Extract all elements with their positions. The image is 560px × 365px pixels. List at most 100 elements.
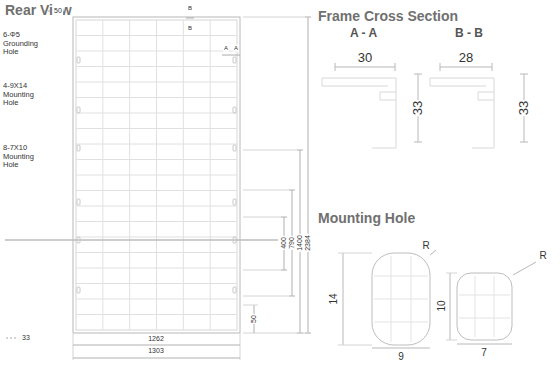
dimension-tick xyxy=(289,190,295,191)
slot-grid-line xyxy=(494,276,495,337)
extension-line xyxy=(446,273,457,274)
radius-mark: R xyxy=(539,250,546,262)
cell-grid-line xyxy=(76,66,237,67)
dimension-value: 10 xyxy=(436,299,448,312)
dimension-value: 14 xyxy=(328,292,340,305)
cell-grid-line xyxy=(76,159,237,160)
dimension-line xyxy=(440,67,492,68)
dimension-value: 33 xyxy=(21,334,31,342)
section-label: A - A xyxy=(350,27,377,41)
radius-leader xyxy=(513,262,536,275)
hole-note: 6-Φ5 Grounding Hole xyxy=(3,31,47,57)
mounting-hole-mark xyxy=(233,199,236,205)
panel-inner-frame xyxy=(76,20,237,330)
frame-profile xyxy=(322,78,396,148)
section-mark-label: A xyxy=(223,45,229,52)
dimension-line xyxy=(335,67,395,68)
mounting-hole-mark xyxy=(77,199,80,205)
dimension-tick xyxy=(520,142,528,143)
dimension-tick xyxy=(297,150,303,151)
extension-line xyxy=(446,340,457,341)
extension-line xyxy=(243,150,297,151)
slot-grid-line xyxy=(475,276,476,337)
cell-grid-line xyxy=(76,128,237,129)
cell-grid-line xyxy=(76,268,237,269)
cell-grid-line xyxy=(76,113,237,114)
slot-grid-line xyxy=(459,318,510,319)
dimension-line xyxy=(308,17,309,333)
extension-line xyxy=(243,296,289,297)
mounting-hole-mark xyxy=(77,237,80,243)
dimension-value: 400 xyxy=(280,236,288,250)
extension-line xyxy=(243,17,311,18)
cell-grid-line xyxy=(76,35,237,36)
dimension-value: 33 xyxy=(411,100,426,116)
mounting-hole-mark xyxy=(77,57,80,63)
cell-grid-line xyxy=(76,144,237,145)
dimension-tick xyxy=(289,296,295,297)
dimension-tick xyxy=(281,270,287,271)
dimension-tick xyxy=(395,63,396,71)
slot-grid-line xyxy=(374,276,428,277)
frame-profile xyxy=(430,78,494,148)
extension-line xyxy=(243,270,281,271)
radius-leader xyxy=(430,250,436,255)
mounting-hole-mark xyxy=(233,287,236,293)
dimension-tick xyxy=(414,142,422,143)
slot-grid-line xyxy=(374,299,428,300)
mounting-slot xyxy=(457,273,512,340)
extension-line xyxy=(73,334,74,360)
dimension-tick xyxy=(440,63,441,71)
dimension-value: 28 xyxy=(458,51,474,66)
mounting-hole-mark xyxy=(233,57,236,63)
section-mark xyxy=(222,55,240,56)
dimension-value: 50 xyxy=(53,7,63,15)
dimension-value: 9 xyxy=(397,351,405,363)
radius-mark: R xyxy=(422,240,429,252)
extension-line xyxy=(243,190,289,191)
mounting-hole-mark xyxy=(77,145,80,151)
cell-grid-line xyxy=(76,190,237,191)
dimension-value: 30 xyxy=(357,51,373,66)
dimension-line xyxy=(372,348,430,349)
dimension-line xyxy=(450,273,451,340)
dimension-value: 1262 xyxy=(147,335,165,343)
slot-grid-line xyxy=(374,322,428,323)
cell-grid-line xyxy=(76,283,237,284)
cell-grid-line xyxy=(76,252,237,253)
dimension-tick xyxy=(492,63,493,71)
mounting-hole-mark xyxy=(233,107,236,113)
section-mark xyxy=(186,18,194,19)
section-heading: Mounting Hole xyxy=(318,210,415,226)
hole-note: 8-7X10 Mounting Hole xyxy=(3,144,45,170)
hole-note: 4-9X14 Mounting Hole xyxy=(3,82,45,108)
dimension-value: 50 xyxy=(250,314,258,324)
center-line xyxy=(5,239,278,241)
dimension-tick xyxy=(520,74,528,75)
dimension-value: 790 xyxy=(288,236,296,250)
section-mark-label: A xyxy=(233,45,239,52)
dimension-value: 7 xyxy=(480,347,488,359)
dimension-tick xyxy=(281,217,287,218)
mounting-hole-mark xyxy=(77,287,80,293)
dimension-value: 1400 xyxy=(296,234,304,252)
dimension-line xyxy=(343,253,344,345)
extension-line xyxy=(243,333,311,334)
cell-grid-line xyxy=(76,314,237,315)
cell-grid-line xyxy=(76,299,237,300)
cell-grid-line xyxy=(76,97,237,98)
dimension-tick xyxy=(6,338,16,339)
dimension-line xyxy=(457,344,512,345)
mounting-hole-mark xyxy=(233,237,236,243)
dimension-value: 1303 xyxy=(147,347,165,355)
dimension-value: 33 xyxy=(517,100,532,116)
cell-grid-line xyxy=(76,175,237,176)
extension-line xyxy=(243,305,258,306)
cell-grid-line xyxy=(76,221,237,222)
dimension-line xyxy=(73,345,240,346)
panel-frame xyxy=(73,17,240,333)
dimension-value: 2384 xyxy=(304,234,312,252)
cell-grid-line xyxy=(76,237,237,238)
